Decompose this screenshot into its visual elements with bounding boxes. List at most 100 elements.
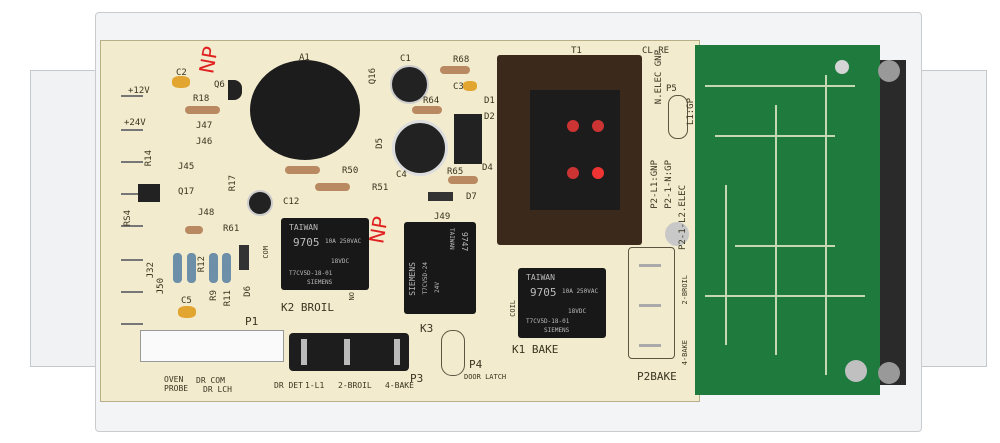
diode-d6 xyxy=(239,245,249,270)
label-j49: J49 xyxy=(434,212,451,222)
label-r11: R11 xyxy=(223,290,233,307)
relay-text: TAIWAN xyxy=(289,223,318,232)
relay-text: 18VDC xyxy=(568,308,587,315)
label-dr-lch: DR LCH xyxy=(203,385,232,394)
relay-text: 18VDC xyxy=(331,258,350,265)
diodes-d2-d4 xyxy=(454,114,482,164)
label-p3: P3 xyxy=(410,372,424,385)
label-a1: A1 xyxy=(299,53,310,63)
label-r17: R17 xyxy=(228,175,238,192)
transformer-t1 xyxy=(497,55,642,245)
capacitor-c4 xyxy=(392,120,448,176)
label-no: NO xyxy=(348,292,356,301)
label-k1: K1 BAKE xyxy=(512,343,559,356)
screw-icon xyxy=(878,60,900,82)
resistor-r64 xyxy=(412,106,442,114)
connector-p3[interactable] xyxy=(289,333,409,371)
capacitor-c12 xyxy=(247,190,273,216)
label-c4: C4 xyxy=(396,170,407,180)
label-p3-pin1: 1-L1 xyxy=(305,381,325,390)
label-p5-pin: L1:GP xyxy=(686,98,696,126)
resistor-r50 xyxy=(285,166,320,174)
relay-text: TAIWAN xyxy=(448,228,455,250)
label-d5: D5 xyxy=(375,138,385,149)
capacitor-c5 xyxy=(178,306,196,318)
label-d4: D4 xyxy=(482,163,493,173)
relay-text: SIEMENS xyxy=(307,279,333,286)
label-transformer-text: P2-1-N:GP xyxy=(664,160,674,209)
label-j48: J48 xyxy=(198,208,215,218)
label-oven-probe: OVEN PROBE xyxy=(164,375,189,393)
relay-text: SIEMENS xyxy=(544,327,570,334)
label-c3: C3 xyxy=(453,82,464,92)
relay-text: 9705 xyxy=(293,236,320,249)
relay-text: T7CV5D-24 xyxy=(422,262,429,295)
capacitor-c3 xyxy=(463,81,477,91)
label-c2: C2 xyxy=(176,68,187,78)
np-marker: NP xyxy=(364,214,393,246)
label-24v: +24V xyxy=(124,118,146,128)
resistor xyxy=(173,253,182,283)
relay-text: 10A 250VAC xyxy=(562,288,599,295)
label-r54: RS4 xyxy=(123,210,133,227)
screw-icon xyxy=(665,222,689,246)
label-r14: R14 xyxy=(144,150,154,167)
resistor-r61 xyxy=(185,226,203,234)
label-p1: P1 xyxy=(245,315,259,328)
label-r65: R65 xyxy=(447,167,464,177)
connector-p4[interactable] xyxy=(441,330,465,376)
resistor-r12 xyxy=(187,253,196,283)
label-cl-re: CL-RE xyxy=(642,46,670,56)
label-r51: R51 xyxy=(372,183,389,193)
label-r9: R9 xyxy=(209,290,219,301)
label-r64: R64 xyxy=(423,96,440,106)
label-p5: P5 xyxy=(666,84,677,94)
connector-p2[interactable] xyxy=(628,247,675,359)
label-j46: J46 xyxy=(196,137,213,147)
label-r68: R68 xyxy=(453,55,470,65)
diode-d7 xyxy=(428,192,453,201)
capacitor-c2 xyxy=(172,76,190,88)
right-mounting-tab xyxy=(918,70,987,367)
label-c1: C1 xyxy=(400,54,411,64)
transistor-q17 xyxy=(138,184,160,202)
label-p2: P2BAKE xyxy=(637,370,677,383)
connector-p5[interactable] xyxy=(668,95,688,139)
screw-icon xyxy=(845,360,867,382)
label-p3-pin4: 4-BAKE xyxy=(385,381,414,390)
label-com: COM xyxy=(262,246,270,259)
label-j32: J32 xyxy=(146,262,156,279)
relay-text: T7CV5D-18-01 xyxy=(526,318,570,325)
label-dr-det: DR DET xyxy=(274,381,303,390)
label-transformer-text: P2-1-L2.ELEC xyxy=(678,185,688,251)
label-p2-pin4: 4-BAKE xyxy=(681,340,689,366)
label-k2: K2 BROIL xyxy=(281,301,334,314)
connector-p1[interactable] xyxy=(140,330,284,362)
left-mounting-tab xyxy=(30,70,102,367)
label-p2-pin2: 2-BROIL xyxy=(681,275,689,305)
label-q6: Q6 xyxy=(214,80,225,90)
transistor-q6 xyxy=(228,80,242,100)
label-d1: D1 xyxy=(484,96,495,106)
capacitor-c1 xyxy=(390,65,429,104)
screw-icon xyxy=(878,362,900,384)
label-q17: Q17 xyxy=(178,187,195,197)
green-pcb xyxy=(695,45,880,395)
label-door-latch: DOOR LATCH xyxy=(464,373,507,381)
label-p4: P4 xyxy=(469,358,483,371)
label-coil: COIL xyxy=(509,300,517,317)
label-12v: +12V xyxy=(128,86,150,96)
buzzer-a1 xyxy=(250,60,360,160)
label-transformer-text: N.ELEC GNP xyxy=(654,50,664,105)
relay-text: TAIWAN xyxy=(526,273,555,282)
right-rail xyxy=(880,60,906,385)
label-r18: R18 xyxy=(193,94,210,104)
label-j50: J50 xyxy=(156,278,166,295)
label-c5: C5 xyxy=(181,296,192,306)
label-r50: R50 xyxy=(342,166,359,176)
label-j47: J47 xyxy=(196,121,213,131)
label-c12: C12 xyxy=(283,197,300,207)
np-marker: NP xyxy=(194,44,223,76)
label-r61: R61 xyxy=(223,224,240,234)
